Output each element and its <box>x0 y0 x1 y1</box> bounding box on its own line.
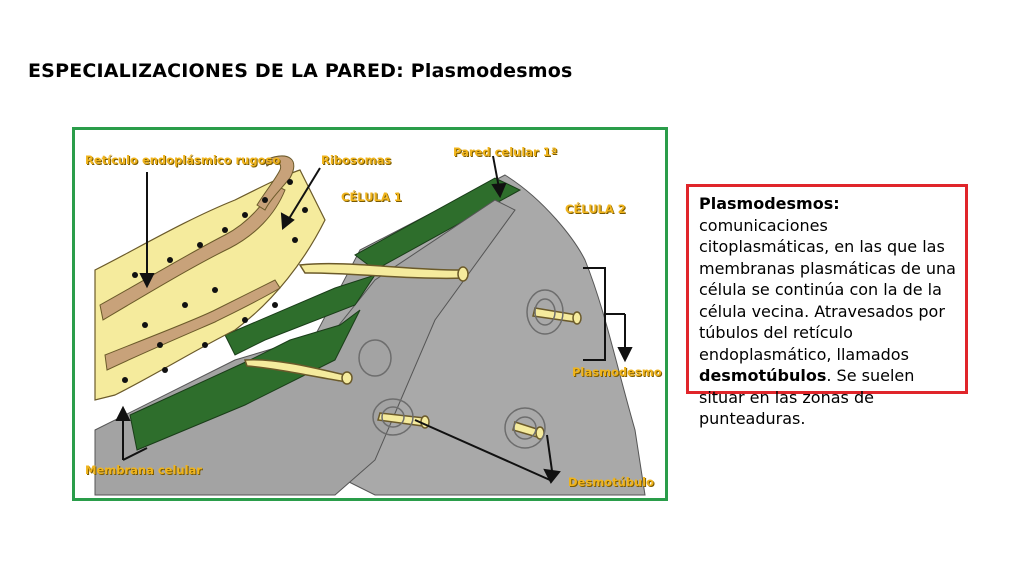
pit-fields <box>358 289 564 449</box>
label-desmotubulo: Desmotúbulo <box>568 475 655 489</box>
label-pointers <box>115 155 633 484</box>
definition-box: Plasmodesmos: comunicaciones citoplasmát… <box>686 184 968 428</box>
plasmodesmata-figure: Retículo endoplásmico rugoso Ribosomas P… <box>72 127 668 501</box>
ribosomes <box>122 179 308 383</box>
label-reticulo: Retículo endoplásmico rugoso <box>85 153 281 167</box>
cell-wall-bottom <box>129 309 361 451</box>
plasmodesmata-illustration <box>94 155 646 496</box>
definition-term-2: desmotúbulos <box>699 366 827 385</box>
label-membrana-celular: Membrana celular <box>85 463 202 477</box>
label-celula-1: CÉLULA 1 <box>341 190 402 204</box>
label-celula-2: CÉLULA 2 <box>565 202 626 216</box>
slide-title: ESPECIALIZACIONES DE LA PARED: Plasmodes… <box>28 60 573 82</box>
er-lumen-2 <box>104 279 281 371</box>
definition-text-1: comunicaciones citoplasmáticas, en las q… <box>699 215 956 364</box>
desmotubule-tubes <box>243 262 582 440</box>
label-plasmodesmo: Plasmodesmo <box>572 365 662 379</box>
er-lumen-3 <box>256 155 295 211</box>
label-pared-celular: Pared celular 1ª <box>453 145 558 159</box>
definition-term: Plasmodesmos: <box>699 194 840 213</box>
cell-wall-middle <box>224 274 377 356</box>
label-ribosomas: Ribosomas <box>321 153 392 167</box>
definition-text-2: . Se suelen situar en las zonas de punte… <box>699 366 915 428</box>
